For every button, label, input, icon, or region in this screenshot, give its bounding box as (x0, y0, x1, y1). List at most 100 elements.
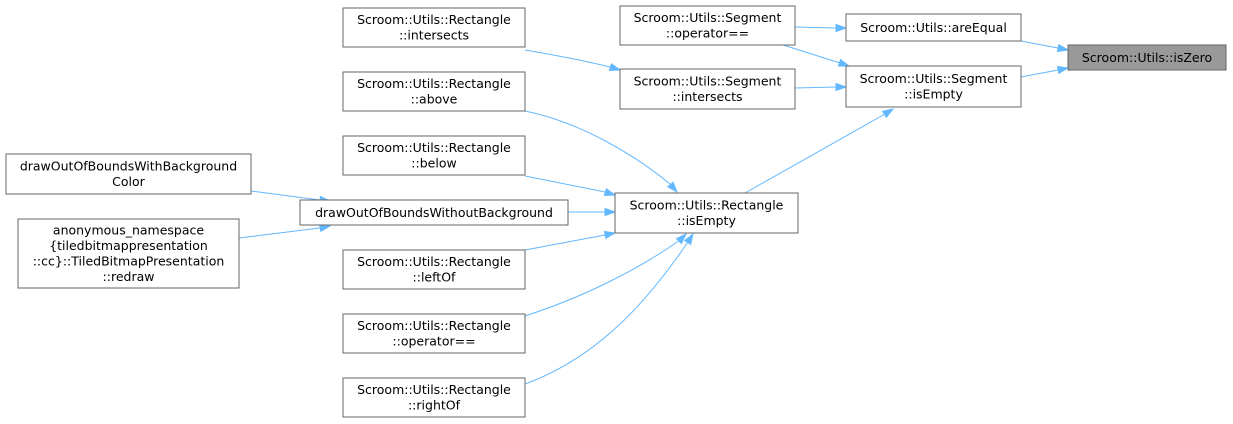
edge-segment-intersects-to-segment-isempty (794, 82, 848, 92)
node-areequal[interactable]: Scroom::Utils::areEqual (845, 13, 1022, 42)
edge-line (250, 190, 327, 202)
edge-arrowhead (835, 23, 848, 33)
edge-segment-opeq-to-areequal (794, 23, 848, 33)
node-rect-above[interactable]: Scroom::Utils::Rectangle::above (342, 71, 526, 112)
node-box (619, 68, 796, 110)
edge-arrowhead (837, 58, 851, 67)
edge-line (524, 233, 612, 251)
edge-arrowhead (881, 108, 895, 119)
node-rect-intersects[interactable]: Scroom::Utils::Rectangle::intersects (342, 7, 526, 48)
node-label-line: ::operator== (666, 26, 749, 41)
node-box (342, 71, 526, 112)
node-label-line: ::above (411, 92, 458, 107)
edge-rect-isempty-to-segment-isempty (744, 108, 895, 194)
edge-redraw-to-draw-without (238, 223, 332, 239)
edge-line (524, 110, 675, 190)
edge-arrowhead (603, 187, 617, 197)
node-label-line: ::operator== (392, 334, 475, 349)
node-segment-opeq[interactable]: Scroom::Utils::Segment::operator== (619, 5, 796, 46)
node-redraw[interactable]: anonymous_namespace{tiledbitmappresentat… (17, 218, 240, 289)
node-label-line: Scroom::Utils::Segment (634, 10, 782, 25)
edge-arrowhead (683, 232, 694, 246)
node-label-line: ::isEmpty (677, 213, 736, 228)
edge-line (524, 235, 685, 317)
node-label-line: Scroom::Utils::Rectangle (357, 12, 511, 27)
node-label-line: Scroom::Utils::Rectangle (357, 382, 511, 397)
node-label-line: drawOutOfBoundsWithoutBackground (315, 205, 553, 220)
node-iszero[interactable]: Scroom::Utils::isZero (1067, 44, 1227, 71)
node-label-line: ::leftOf (413, 270, 457, 285)
node-box (845, 65, 1022, 108)
edge-line (238, 226, 327, 239)
node-rect-below[interactable]: Scroom::Utils::Rectangle::below (342, 135, 526, 176)
node-label-line: {tiledbitmappresentation (49, 238, 208, 253)
edge-draw-without-to-rect-isempty (568, 207, 617, 217)
edge-arrowhead (666, 181, 678, 194)
edge-line (744, 110, 891, 194)
node-segment-intersects[interactable]: Scroom::Utils::Segment::intersects (619, 68, 796, 110)
node-box (614, 192, 799, 234)
edge-arrowhead (1056, 43, 1070, 53)
edges (238, 23, 1070, 385)
node-label-line: ::isEmpty (904, 87, 963, 102)
edge-segment-opeq-to-segment-isempty (779, 43, 851, 67)
node-draw-without[interactable]: drawOutOfBoundsWithoutBackground (299, 199, 569, 226)
edge-arrowhead (318, 223, 332, 233)
node-label-line: Scroom::Utils::Rectangle (357, 140, 511, 155)
node-label-line: Scroom::Utils::Segment (860, 71, 1008, 86)
node-box (5, 153, 252, 195)
node-label-line: anonymous_namespace (53, 223, 204, 238)
edge-rect-below-to-rect-isempty (524, 175, 617, 197)
node-rect-leftof[interactable]: Scroom::Utils::Rectangle::leftOf (342, 249, 526, 290)
edge-line (779, 43, 847, 66)
edge-arrowhead (604, 207, 617, 217)
node-box (845, 13, 1022, 42)
node-label-line: Scroom::Utils::Rectangle (357, 76, 511, 91)
node-label-line: drawOutOfBoundsWithBackground (20, 159, 237, 174)
node-label-line: ::redraw (103, 269, 155, 284)
node-label-line: Scroom::Utils::Rectangle (630, 198, 784, 213)
node-label-line: Scroom::Utils::Rectangle (357, 254, 511, 269)
edge-rect-above-to-rect-isempty (524, 110, 678, 194)
edge-line (794, 86, 843, 89)
node-box (342, 249, 526, 290)
node-box (342, 135, 526, 176)
node-label-line: Scroom::Utils::Rectangle (357, 318, 511, 333)
node-label-line: Scroom::Utils::areEqual (860, 20, 1007, 35)
edge-areequal-to-iszero (1020, 40, 1070, 53)
edge-arrowhead (1056, 65, 1070, 75)
edge-rect-intersects-to-segment-intersects (524, 49, 622, 72)
edge-line (524, 49, 617, 70)
edge-arrowhead (608, 62, 622, 72)
edge-segment-isempty-to-iszero (1020, 65, 1070, 78)
node-label-line: ::intersects (672, 89, 742, 104)
node-box (299, 199, 569, 226)
node-box (1067, 44, 1227, 71)
node-label-line: ::below (411, 156, 456, 171)
node-segment-isempty[interactable]: Scroom::Utils::Segment::isEmpty (845, 65, 1022, 108)
edge-arrowhead (675, 232, 688, 245)
node-box (342, 313, 526, 354)
node-rect-opeq[interactable]: Scroom::Utils::Rectangle::operator== (342, 313, 526, 354)
edge-arrowhead (603, 230, 617, 240)
nodes: Scroom::Utils::isZero Scroom::Utils::areE… (5, 5, 1227, 418)
node-label-line: ::rightOf (408, 398, 461, 413)
edge-line (524, 175, 612, 195)
edge-line (794, 26, 843, 29)
edge-rect-opeq-to-rect-isempty (524, 232, 688, 317)
node-box (619, 5, 796, 46)
node-label-line: ::cc}::TiledBitmapPresentation (33, 254, 225, 269)
node-box (342, 7, 526, 48)
edge-line (524, 236, 692, 385)
node-box (342, 377, 526, 418)
edge-rect-leftof-to-rect-isempty (524, 230, 617, 251)
edge-arrowhead (835, 82, 848, 92)
node-label-line: Color (112, 174, 145, 189)
node-rect-rightof[interactable]: Scroom::Utils::Rectangle::rightOf (342, 377, 526, 418)
node-label-line: Scroom::Utils::Segment (634, 74, 782, 89)
node-label-line: Scroom::Utils::isZero (1082, 50, 1212, 65)
node-rect-isempty[interactable]: Scroom::Utils::Rectangle::isEmpty (614, 192, 799, 234)
node-label-line: ::intersects (399, 28, 469, 43)
edge-rect-rightof-to-rect-isempty (524, 232, 694, 385)
